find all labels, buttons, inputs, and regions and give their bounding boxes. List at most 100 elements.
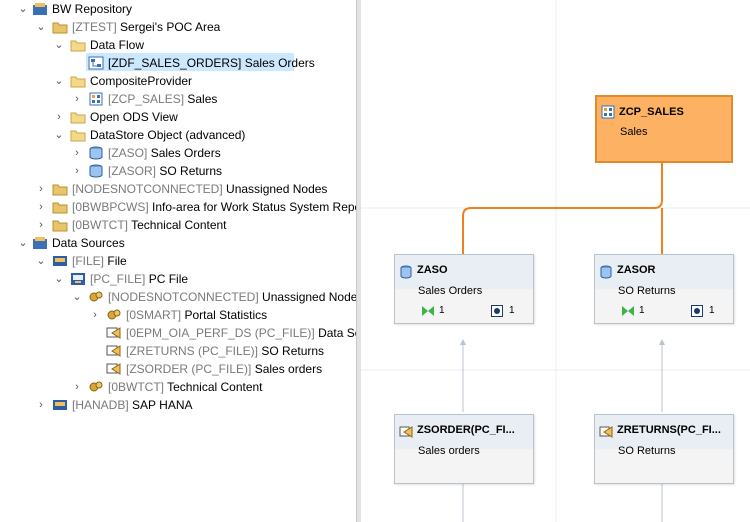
node-zasor[interactable]: ZASOR SO Returns 1 1 <box>594 254 734 324</box>
datasource-icon <box>106 362 122 376</box>
application-component-icon <box>106 308 122 322</box>
datasource-icon <box>599 425 613 439</box>
application-component-icon <box>88 290 104 304</box>
panel-splitter[interactable] <box>356 0 361 522</box>
datasource-icon <box>106 344 122 358</box>
bw-repository-icon <box>32 2 48 16</box>
chevron-down-icon[interactable]: ⌄ <box>72 291 82 303</box>
outgoing-count: 1 <box>509 305 515 316</box>
connector-zaso-zcp-sales <box>462 162 663 254</box>
folder-icon <box>70 110 86 124</box>
tree-item-label: Unassigned Nodes <box>262 290 356 304</box>
chevron-right-icon[interactable]: › <box>39 399 43 411</box>
tree-item-label: Sales orders <box>254 362 323 376</box>
composite-provider-icon <box>88 92 104 106</box>
chevron-down-icon[interactable]: ⌄ <box>36 255 46 267</box>
tree-item-label: SO Returns <box>159 164 223 178</box>
transformation-icon[interactable] <box>421 305 435 317</box>
tree-item-tech: [0BWBPCWS] <box>72 200 149 214</box>
node-zcp-sales[interactable]: ZCP_SALES Sales <box>595 95 733 163</box>
chevron-down-icon[interactable]: ⌄ <box>54 273 64 285</box>
chevron-right-icon[interactable]: › <box>75 147 79 159</box>
outgoing-count: 1 <box>709 305 715 316</box>
infoarea-icon <box>52 20 68 34</box>
composite-provider-icon <box>601 105 615 119</box>
tree-item-label: Sales Orders <box>150 146 221 160</box>
tree-item-tech: [FILE] <box>72 254 105 268</box>
chevron-down-icon[interactable]: ⌄ <box>36 21 46 33</box>
node-subtitle: SO Returns <box>618 285 676 297</box>
datastore-icon <box>88 146 104 160</box>
chevron-down-icon[interactable]: ⌄ <box>18 237 28 249</box>
canvas-grid <box>361 0 750 522</box>
datasource-icon <box>106 326 122 340</box>
application-component-icon <box>88 380 104 394</box>
chevron-right-icon[interactable]: › <box>39 201 43 213</box>
tree-item-label: Data Sources <box>52 236 125 250</box>
chevron-down-icon[interactable]: ⌄ <box>54 39 64 51</box>
node-title: ZASOR <box>617 264 656 276</box>
transformation-icon[interactable] <box>621 305 635 317</box>
tree-item-label: PC File <box>148 272 189 286</box>
dataflow-icon <box>88 56 104 70</box>
node-zsorder[interactable]: ZSORDER(PC_FI... Sales orders <box>394 414 534 484</box>
tree-item-label: Info-area for Work Status System Repor <box>152 200 356 214</box>
tree-item-tech: [PC_FILE] <box>90 272 146 286</box>
chevron-down-icon[interactable]: ⌄ <box>54 75 64 87</box>
node-zreturns[interactable]: ZRETURNS(PC_FI... SO Returns <box>594 414 734 484</box>
tree-item-label: Portal Statistics <box>184 308 268 322</box>
tree-item-tech: [0BWTCT] <box>72 218 128 232</box>
chevron-right-icon[interactable]: › <box>75 93 79 105</box>
datasources-icon <box>32 236 48 250</box>
tree-item-label: Unassigned Nodes <box>226 182 328 196</box>
chevron-right-icon[interactable]: › <box>75 165 79 177</box>
tree-item-label: SAP HANA <box>132 398 193 412</box>
incoming-count: 1 <box>439 305 445 316</box>
tree-item-tech: [HANADB] <box>72 398 129 412</box>
tree-item-tech: [ZASOR] <box>108 164 157 178</box>
node-zaso[interactable]: ZASO Sales Orders 1 1 <box>394 254 534 324</box>
tree-item-tech: [0SMART] <box>126 308 182 322</box>
folder-icon <box>70 128 86 142</box>
tree-selection-highlight <box>86 53 294 71</box>
tree-item-tech: [ZSORDER (PC_FILE)] <box>126 362 252 376</box>
tree-item-tech: [ZCP_SALES] <box>108 92 185 106</box>
tree-item-label: Data Sourc <box>318 326 356 340</box>
tree-item-tech: [0EPM_OIA_PERF_DS (PC_FILE)] <box>126 326 315 340</box>
datasource-icon <box>399 425 413 439</box>
tree-item-label: DataStore Object (advanced) <box>90 128 246 142</box>
node-subtitle: Sales orders <box>418 445 480 457</box>
infoarea-icon <box>52 200 68 214</box>
pc-file-icon <box>70 272 86 286</box>
repository-tree[interactable]: ⌄ BW Repository ⌄ [ZTEST] Sergei's POC A… <box>0 0 356 522</box>
infoarea-icon <box>52 182 68 196</box>
chevron-right-icon[interactable]: › <box>39 183 43 195</box>
dtp-icon[interactable] <box>491 305 503 317</box>
incoming-count: 1 <box>639 305 645 316</box>
tree-item-label: SO Returns <box>261 344 325 358</box>
chevron-down-icon[interactable]: ⌄ <box>54 129 64 141</box>
tree-item-label: Sales Orders <box>244 56 315 70</box>
chevron-right-icon[interactable]: › <box>93 309 97 321</box>
tree-item-tech: [ZTEST] <box>72 20 117 34</box>
tree-item-label: Sales <box>187 92 218 106</box>
node-title: ZRETURNS(PC_FI... <box>617 424 721 436</box>
tree-item-label: Sergei's POC Area <box>120 20 221 34</box>
chevron-right-icon[interactable]: › <box>57 111 61 123</box>
tree-item-tech: [NODESNOTCONNECTED] <box>72 182 223 196</box>
folder-icon <box>70 74 86 88</box>
tree-item-tech: [0BWTCT] <box>108 380 164 394</box>
datastore-icon <box>399 265 413 279</box>
chevron-right-icon[interactable]: › <box>39 219 43 231</box>
tree-item-label: Technical Content <box>167 380 263 394</box>
infoarea-icon <box>52 218 68 232</box>
dataflow-canvas[interactable]: ZCP_SALES Sales ZASO Sales Orders 1 1 ZA… <box>361 0 750 522</box>
node-subtitle: Sales Orders <box>418 285 483 297</box>
chevron-right-icon[interactable]: › <box>75 381 79 393</box>
tree-item-label: Open ODS View <box>90 110 178 124</box>
tree-item-tech: [NODESNOTCONNECTED] <box>108 290 259 304</box>
file-system-icon <box>52 398 68 412</box>
dtp-icon[interactable] <box>691 305 703 317</box>
chevron-down-icon[interactable]: ⌄ <box>18 3 28 15</box>
tree-item-label: Data Flow <box>90 38 145 52</box>
